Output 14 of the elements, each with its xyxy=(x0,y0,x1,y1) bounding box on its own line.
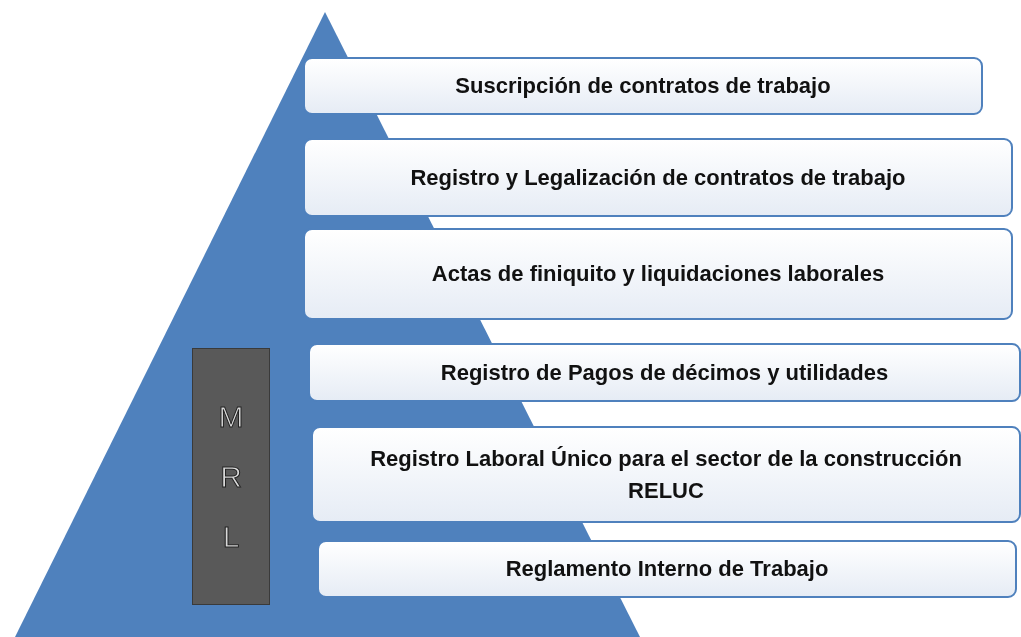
tier-label: Registro y Legalización de contratos de trabajo xyxy=(409,163,907,192)
tier-box xyxy=(317,540,1017,598)
tier-label: Actas de finiquito y liquidaciones laborales xyxy=(430,260,886,289)
tier-box xyxy=(311,426,1021,523)
label-box xyxy=(192,348,270,605)
tier-label: M R L xyxy=(217,398,245,555)
tier-box xyxy=(303,57,983,115)
tier-label: Registro Laboral Único para el sector de la construcción RELUC xyxy=(369,444,963,505)
tier-box xyxy=(308,343,1021,402)
tier-label: Registro de Pagos de décimos y utilidades xyxy=(439,358,890,387)
tier-box xyxy=(303,138,1013,217)
tier-box xyxy=(303,228,1013,320)
tier-label: Suscripción de contratos de trabajo xyxy=(454,72,832,101)
tier-label: Reglamento Interno de Trabajo xyxy=(504,555,830,584)
